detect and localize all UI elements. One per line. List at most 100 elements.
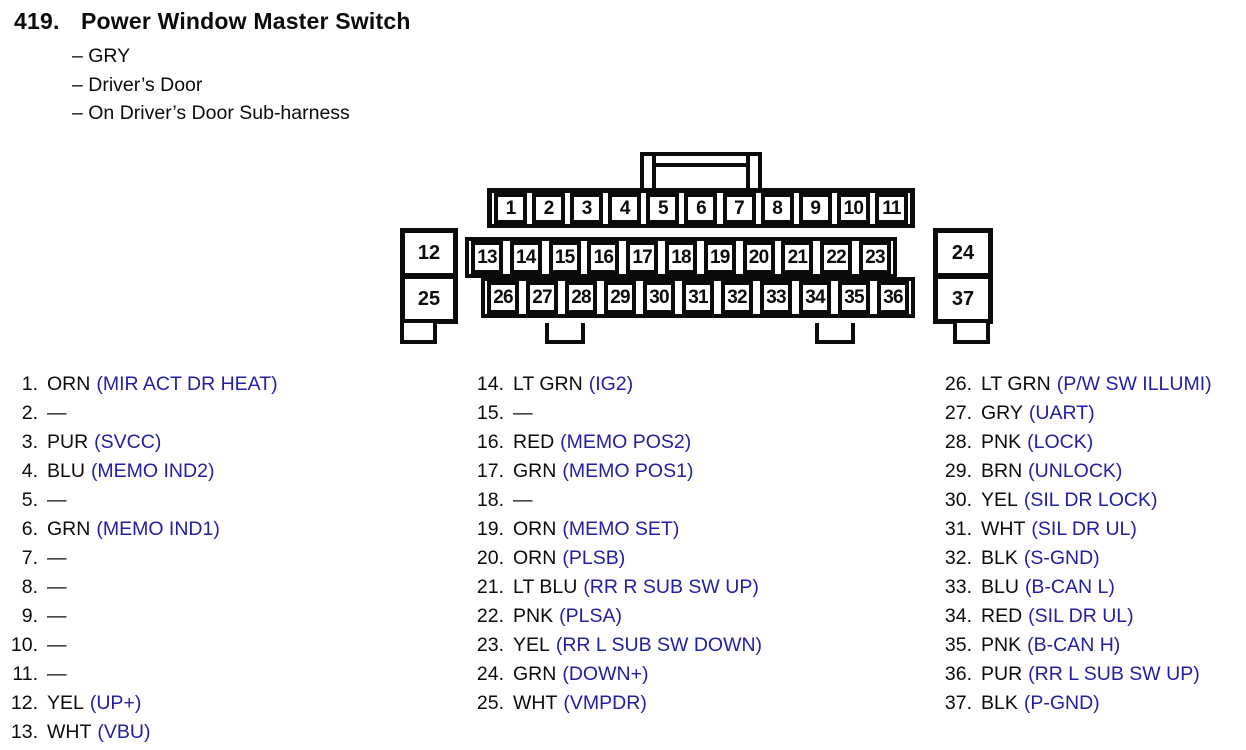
pin-signal: (B-CAN L) <box>1024 576 1115 598</box>
pin-signal: (SVCC) <box>94 431 162 453</box>
connector-pin-box: 30 <box>643 281 675 314</box>
pin-wire-color: YEL <box>47 692 84 714</box>
header-subitems: – GRY – Driver’s Door – On Driver’s Door… <box>72 42 350 128</box>
subitem-harness: – On Driver’s Door Sub-harness <box>72 102 350 124</box>
pin-wire-color: ORN <box>47 373 91 395</box>
pin-wire-color: — <box>47 663 67 685</box>
pin-signal: (SIL DR LOCK) <box>1023 489 1158 511</box>
pin-number: 10. <box>10 634 38 656</box>
pin-signal: (SIL DR UL) <box>1028 605 1134 627</box>
pin-list-column-2: 14.LT GRN(IG2) 15.— 16.RED(MEMO POS2) 17… <box>470 370 762 718</box>
pin-number: 5. <box>21 489 38 511</box>
connector-bottom-row: 26 27 28 29 30 31 32 33 34 35 36 <box>481 277 915 318</box>
connector-pin-box: 27 <box>526 281 558 314</box>
pin-signal: (LOCK) <box>1027 431 1094 453</box>
connector-pin-box: 20 <box>742 241 775 274</box>
pin-number: 8. <box>21 576 38 598</box>
pin-signal: (VMPDR) <box>563 692 647 714</box>
pin-row: 6.GRN(MEMO IND1) <box>4 515 278 544</box>
connector-pin-box: 10 <box>836 193 870 224</box>
connector-pin-box: 33 <box>760 281 792 314</box>
pin-signal: (P/W SW ILLUMI) <box>1056 373 1212 395</box>
pin-wire-color: ORN <box>513 547 557 569</box>
pin-number: 22. <box>476 605 504 627</box>
connector-pin-box: 17 <box>626 241 659 274</box>
pin-row: 24.GRN(DOWN+) <box>470 660 762 689</box>
pin-wire-color: YEL <box>513 634 550 656</box>
pin-signal: (UNLOCK) <box>1028 460 1123 482</box>
pin-number: 17. <box>476 460 504 482</box>
pin-wire-color: LT BLU <box>513 576 578 598</box>
connector-pin-box: 35 <box>838 281 870 314</box>
pin-signal: (UART) <box>1028 402 1095 424</box>
pin-row: 8. — <box>4 573 278 602</box>
pin-wire-color: RED <box>513 431 555 453</box>
pin-number: 33. <box>944 576 972 598</box>
pin-wire-color: PUR <box>981 663 1023 685</box>
connector-pin-box: 22 <box>820 241 853 274</box>
connector-pin-box: 21 <box>781 241 814 274</box>
pin-number: 12. <box>10 692 38 714</box>
connector-pin-box: 3 <box>570 193 604 224</box>
pin-number: 9. <box>21 605 38 627</box>
connector-pin-box: 32 <box>721 281 753 314</box>
pin-number: 35. <box>944 634 972 656</box>
pin-signal: (SIL DR UL) <box>1031 518 1137 540</box>
connector-pin-box: 4 <box>608 193 642 224</box>
connector-foot <box>545 323 585 344</box>
pin-wire-color: RED <box>981 605 1023 627</box>
pin-wire-color: LT GRN <box>513 373 583 395</box>
connector-pin-box-25: 25 <box>400 274 458 324</box>
pin-number: 21. <box>476 576 504 598</box>
pin-row: 30.YEL(SIL DR LOCK) <box>938 486 1212 515</box>
pin-signal: (MEMO SET) <box>562 518 680 540</box>
pin-signal: (PLSB) <box>562 547 626 569</box>
pin-signal: (RR L SUB SW UP) <box>1028 663 1200 685</box>
pin-number: 6. <box>21 518 38 540</box>
pin-number: 37. <box>944 692 972 714</box>
pin-wire-color: BRN <box>981 460 1023 482</box>
pin-number: 34. <box>944 605 972 627</box>
connector-pin-box: 29 <box>604 281 636 314</box>
pin-wire-color: WHT <box>981 518 1026 540</box>
pin-number: 11. <box>12 663 38 685</box>
pin-wire-color: — <box>513 402 533 424</box>
pin-row: 29.BRN(UNLOCK) <box>938 457 1212 486</box>
pin-row: 20.ORN(PLSB) <box>470 544 762 573</box>
pin-wire-color: — <box>47 402 67 424</box>
pin-number: 1. <box>21 373 38 395</box>
connector-pin-box: 36 <box>877 281 909 314</box>
pin-row: 32.BLK(S-GND) <box>938 544 1212 573</box>
pin-signal: (MIR ACT DR HEAT) <box>96 373 278 395</box>
connector-pin-box: 26 <box>487 281 519 314</box>
pin-number: 23. <box>476 634 504 656</box>
pin-row: 35.PNK(B-CAN H) <box>938 631 1212 660</box>
pin-signal: (MEMO POS2) <box>560 431 692 453</box>
connector-latch-bar <box>640 152 762 167</box>
pin-row: 14.LT GRN(IG2) <box>470 370 762 399</box>
pin-signal: (VBU) <box>97 721 151 743</box>
connector-pin-box: 9 <box>798 193 832 224</box>
connector-pin-box: 31 <box>682 281 714 314</box>
connector-pin-box: 8 <box>760 193 794 224</box>
pin-row: 13.WHT(VBU) <box>4 718 278 747</box>
pin-row: 17. GRN(MEMO POS1) <box>470 457 762 486</box>
pin-row: 31.WHT(SIL DR UL) <box>938 515 1212 544</box>
pin-wire-color: PUR <box>47 431 89 453</box>
connector-foot <box>400 323 437 344</box>
pin-wire-color: PNK <box>981 431 1022 453</box>
pin-row: 1. ORN(MIR ACT DR HEAT) <box>4 370 278 399</box>
pin-signal: (MEMO POS1) <box>562 460 694 482</box>
pin-wire-color: BLU <box>981 576 1019 598</box>
pin-number: 26. <box>944 373 972 395</box>
pin-row: 16.RED(MEMO POS2) <box>470 428 762 457</box>
connector-pin-box: 2 <box>532 193 566 224</box>
pin-wire-color: GRN <box>513 663 557 685</box>
section-number: 419. <box>14 8 60 34</box>
connector-pin-box: 19 <box>703 241 736 274</box>
connector-pin-box: 7 <box>722 193 756 224</box>
pin-number: 18. <box>476 489 504 511</box>
pin-wire-color: GRN <box>513 460 557 482</box>
pin-wire-color: — <box>47 576 67 598</box>
connector-pin-box: 23 <box>858 241 891 274</box>
